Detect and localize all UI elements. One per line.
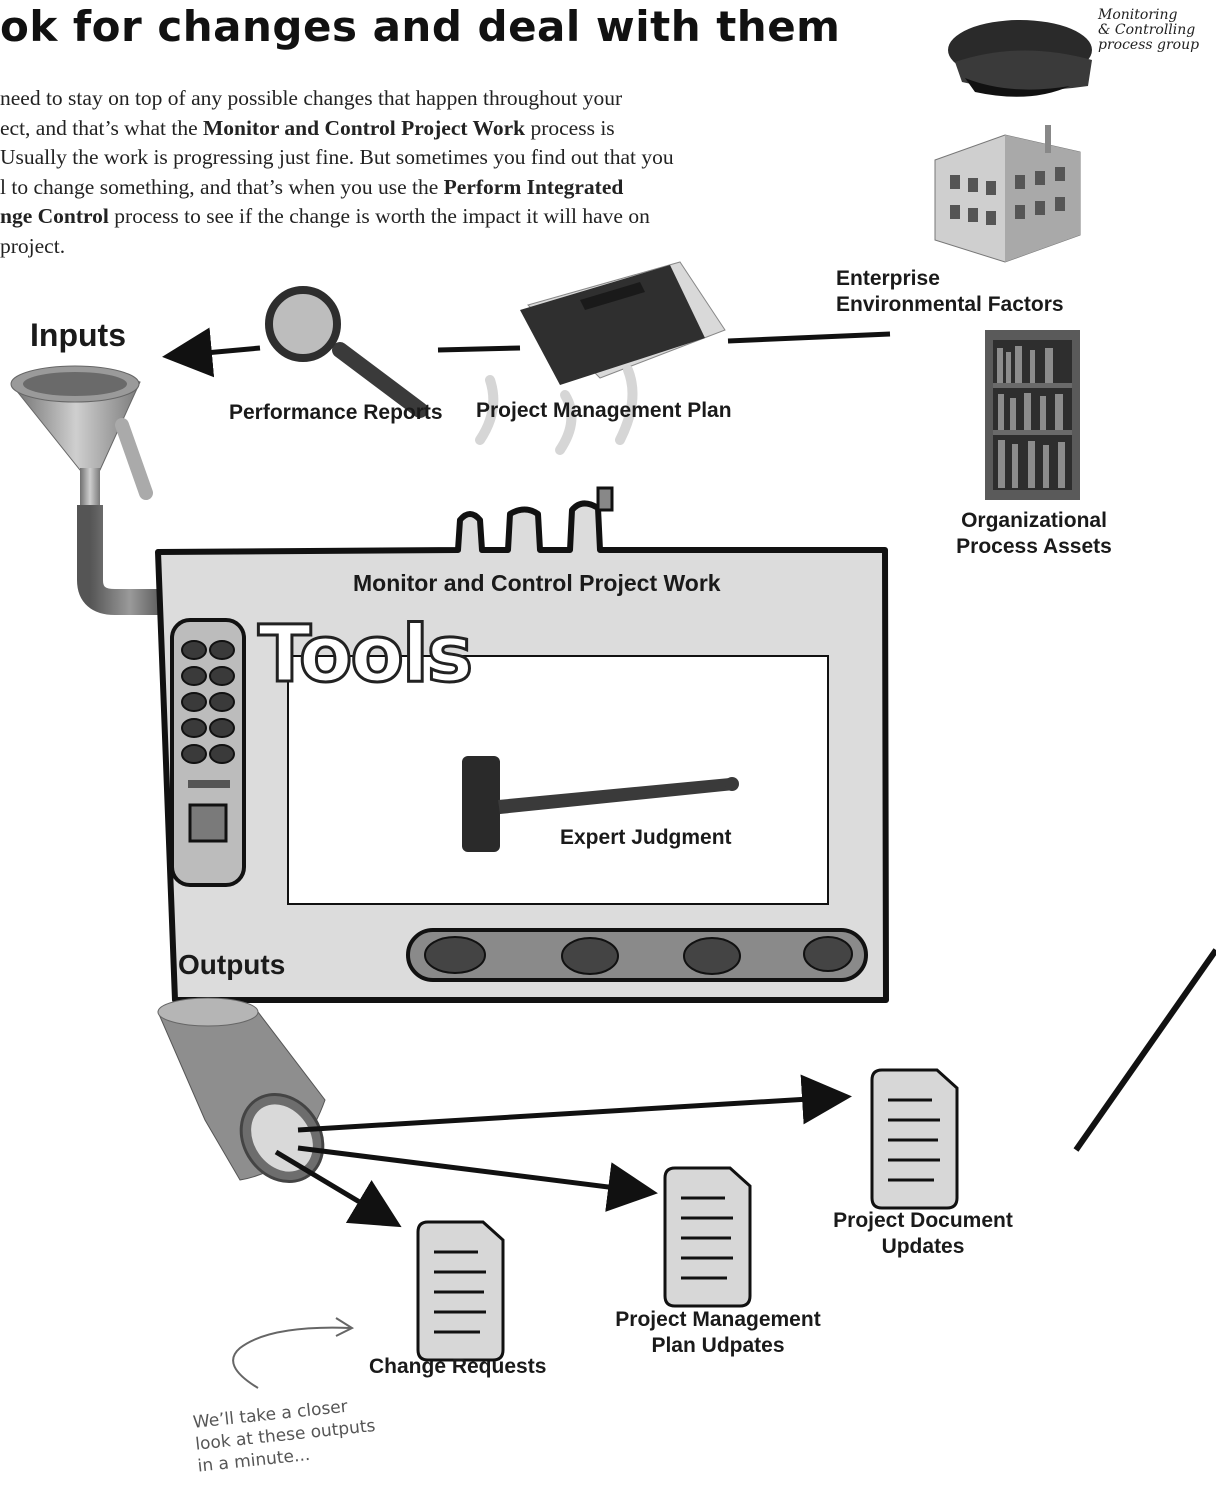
conveyor-belt (408, 930, 866, 980)
police-cap-icon (948, 20, 1092, 97)
opa-line: Process Assets (944, 534, 1124, 560)
outputs-heading: Outputs (178, 952, 285, 978)
page-link-line (1076, 950, 1216, 1150)
document-icon (872, 1070, 957, 1208)
process-name: Monitor and Control Project Work (353, 570, 721, 596)
magnifying-glass-icon (269, 290, 420, 410)
inputs-heading: Inputs (30, 322, 126, 348)
bookshelf-icon (985, 330, 1080, 500)
doc-updates-line: Updates (818, 1234, 1028, 1260)
eef-line: Enterprise (836, 266, 1064, 292)
tools-logo: Tools (258, 610, 471, 700)
doc-updates-line: Project Document (818, 1208, 1028, 1234)
eef-label: Enterprise Environmental Factors (836, 266, 1064, 318)
note-arrow (233, 1328, 350, 1388)
document-updates-label: Project Document Updates (818, 1208, 1028, 1260)
plan-updates-line: Project Management (598, 1307, 838, 1333)
expert-judgment-label: Expert Judgment (560, 825, 732, 851)
plan-updates-line: Plan Udpates (598, 1333, 838, 1359)
funnel-icon (11, 366, 170, 602)
eef-line: Environmental Factors (836, 292, 1064, 318)
change-requests-label: Change Requests (369, 1354, 546, 1380)
arrow-to-document-updates (298, 1097, 842, 1130)
document-icon (665, 1168, 750, 1306)
arrow-to-change-requests (276, 1152, 393, 1222)
plan-updates-label: Project Management Plan Udpates (598, 1307, 838, 1359)
folder-icon (520, 262, 725, 385)
building-icon (935, 125, 1080, 262)
arrow-to-plan-updates (298, 1148, 648, 1192)
opa-label: Organizational Process Assets (944, 508, 1124, 560)
project-management-plan-label: Project Management Plan (476, 398, 732, 424)
output-pipe-icon (158, 998, 340, 1197)
opa-line: Organizational (944, 508, 1124, 534)
eef-to-plan-line (728, 334, 890, 341)
performance-reports-label: Performance Reports (229, 400, 443, 426)
document-icon (418, 1222, 503, 1360)
inputs-arrow (172, 348, 260, 356)
control-panel (172, 620, 244, 885)
plan-to-reports-line (438, 348, 520, 350)
